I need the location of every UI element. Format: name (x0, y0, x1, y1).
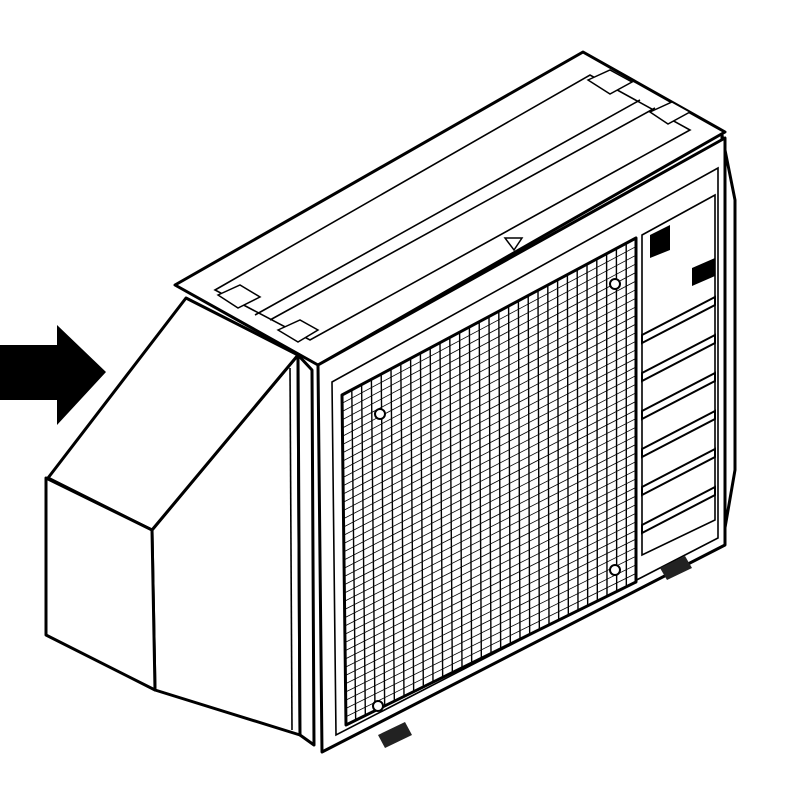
grille-bar (342, 306, 637, 462)
grille-bar (345, 538, 637, 685)
triangle-mark-icon (503, 237, 524, 252)
airflow-arrow-icon (0, 325, 106, 425)
louver (641, 485, 716, 535)
unit-foot (660, 556, 692, 580)
grille-bar (342, 332, 637, 487)
grille-bar (343, 340, 637, 495)
grille-bar (345, 564, 637, 709)
hood-front-panel (44, 476, 157, 692)
grille-bar (343, 401, 637, 553)
grille-bar (342, 297, 637, 454)
grille-bar (344, 426, 637, 577)
unit-front-panel (316, 136, 727, 754)
grille-bar (344, 444, 637, 594)
unit-foot (378, 722, 412, 748)
top-vent-slot (216, 284, 262, 309)
label-plate (650, 225, 670, 258)
grille-bar (341, 246, 637, 404)
grille-bar (343, 418, 637, 569)
grille-bar (342, 263, 637, 421)
top-vent-slot (276, 319, 320, 343)
grille-bar (344, 487, 637, 635)
grille-bar (343, 375, 637, 528)
grille-bar (344, 452, 637, 602)
top-vent-slot (648, 101, 692, 125)
grille-bar (345, 573, 637, 718)
louver (641, 333, 716, 383)
grille-bar (345, 555, 637, 701)
grille-bar (345, 512, 637, 660)
grille-bar (345, 547, 637, 693)
screw-icon (609, 278, 621, 290)
grille-bar (344, 435, 637, 586)
grille-bar (344, 461, 637, 610)
grille-bar (344, 504, 637, 652)
grille-bar (344, 495, 637, 643)
grille-bar (343, 392, 637, 544)
grille-bar (343, 409, 637, 561)
louver (641, 447, 716, 497)
grille-bar (343, 358, 637, 511)
grille-bar (345, 521, 637, 668)
grille-bar (344, 478, 637, 627)
louver (641, 295, 716, 345)
grille-bar (342, 289, 637, 445)
screw-icon (372, 700, 384, 712)
grille-bar (344, 469, 637, 619)
grille-bar (342, 272, 637, 429)
grille-bar (342, 280, 637, 437)
grille-bar (343, 383, 637, 536)
unit-top-panel (173, 50, 727, 367)
air-guide-hood (44, 296, 316, 747)
grille-bar (343, 349, 637, 503)
top-vent-slot (586, 69, 634, 95)
grille-bar (342, 254, 637, 412)
louver (641, 371, 716, 421)
grille-bar (343, 366, 637, 520)
grille-bar (345, 530, 637, 676)
grille-lines (341, 243, 637, 721)
louvers (641, 295, 716, 535)
grille-bar (342, 323, 637, 478)
label-plate (692, 258, 715, 286)
screw-icon (374, 408, 386, 420)
grille-bar (342, 315, 637, 470)
screw-icon (609, 564, 621, 576)
louver (641, 409, 716, 459)
